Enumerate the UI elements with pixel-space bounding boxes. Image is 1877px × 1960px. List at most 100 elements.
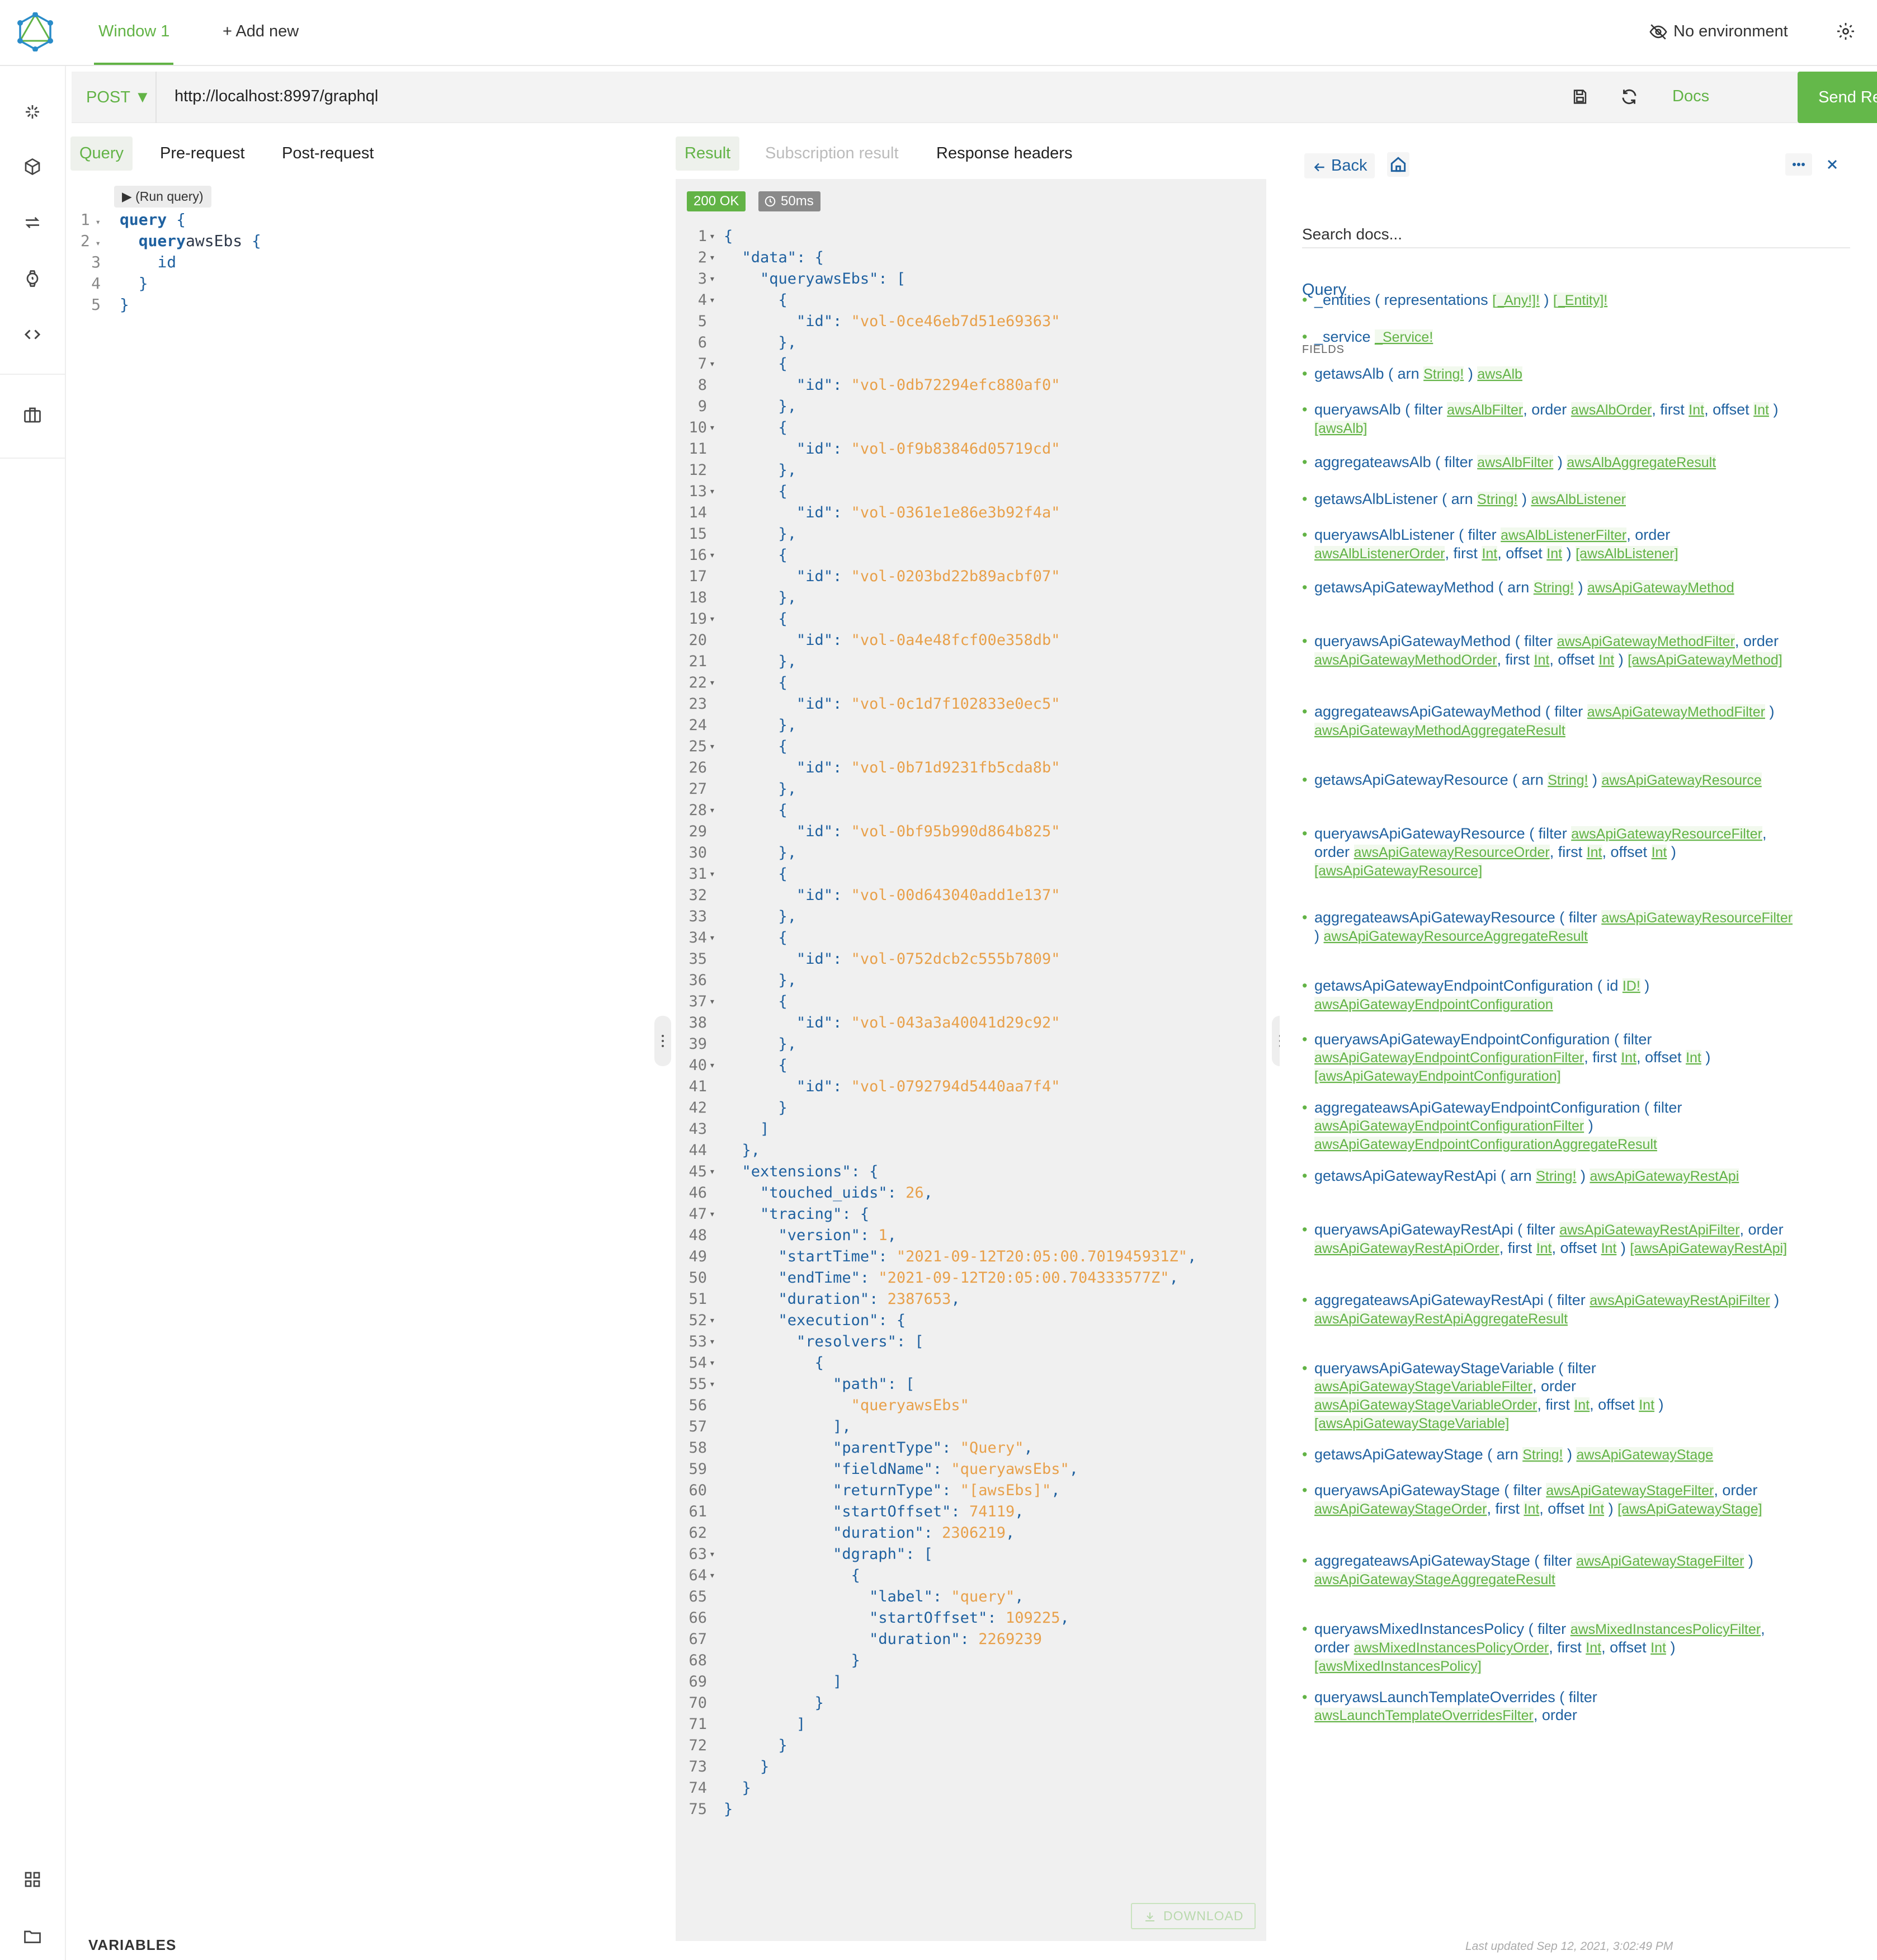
type-link[interactable]: awsAlbListenerOrder xyxy=(1314,546,1445,562)
gear-icon[interactable] xyxy=(1836,21,1856,41)
type-link[interactable]: [awsApiGatewayStageVariable] xyxy=(1314,1416,1510,1431)
tab-post-request[interactable]: Post-request xyxy=(282,144,374,162)
fold-toggle-icon[interactable]: ▾ xyxy=(709,358,715,370)
field-name[interactable]: queryawsLaunchTemplateOverrides xyxy=(1314,1689,1555,1705)
field-name[interactable]: queryawsAlbListener xyxy=(1314,526,1455,543)
sync-icon[interactable] xyxy=(22,213,43,233)
url-input[interactable]: http://localhost:8997/graphql xyxy=(175,87,379,105)
tab-response-headers[interactable]: Response headers xyxy=(936,144,1073,162)
home-button[interactable] xyxy=(1387,152,1409,177)
type-link[interactable]: Int xyxy=(1536,1241,1552,1256)
field-name[interactable]: queryawsApiGatewayMethod xyxy=(1314,633,1511,649)
fold-toggle-icon[interactable]: ▾ xyxy=(709,996,715,1007)
type-link[interactable]: Int xyxy=(1651,845,1667,860)
type-link[interactable]: ID! xyxy=(1622,978,1640,994)
type-link[interactable]: _Service! xyxy=(1375,329,1433,345)
type-link[interactable]: Int xyxy=(1574,1397,1590,1413)
docs-breadcrumb[interactable]: Query xyxy=(1302,281,1346,299)
type-link[interactable]: Int xyxy=(1639,1397,1655,1413)
field-name[interactable]: aggregateawsApiGatewayEndpointConfigurat… xyxy=(1314,1099,1640,1116)
type-link[interactable]: awsAlbFilter xyxy=(1447,402,1524,418)
cube-icon[interactable] xyxy=(22,157,43,177)
watch-icon[interactable] xyxy=(22,268,43,289)
type-link[interactable]: awsMixedInstancesPolicyOrder xyxy=(1353,1640,1549,1656)
field-name[interactable]: aggregateawsAlb xyxy=(1314,454,1431,470)
type-link[interactable]: awsApiGatewayStageVariableOrder xyxy=(1314,1397,1538,1413)
result-viewer[interactable]: 200 OK 50ms 1▾{2▾ "data": {3▾ "queryawsE… xyxy=(676,179,1266,1941)
field-name[interactable]: queryawsMixedInstancesPolicy xyxy=(1314,1620,1525,1637)
type-link[interactable]: String! xyxy=(1522,1447,1563,1463)
resize-handle-left[interactable] xyxy=(654,1016,671,1066)
type-link[interactable]: [awsApiGatewayMethod] xyxy=(1628,652,1782,668)
method-select[interactable]: POST ▼ xyxy=(72,72,157,123)
type-link[interactable]: awsApiGatewayResourceOrder xyxy=(1353,845,1550,860)
fold-toggle-icon[interactable]: ▾ xyxy=(709,1166,715,1177)
close-icon[interactable] xyxy=(1821,153,1843,176)
code-icon[interactable] xyxy=(22,324,43,345)
type-link[interactable]: awsApiGatewayStage xyxy=(1576,1447,1714,1463)
type-link[interactable]: [awsAlbListener] xyxy=(1576,546,1678,562)
field-name[interactable]: getawsApiGatewayResource xyxy=(1314,771,1508,788)
fold-toggle-icon[interactable]: ▾ xyxy=(709,1378,715,1390)
type-link[interactable]: awsAlbFilter xyxy=(1477,455,1554,470)
grid-icon[interactable] xyxy=(22,1869,43,1890)
type-link[interactable]: String! xyxy=(1533,580,1574,596)
type-link[interactable]: awsAlbListener xyxy=(1531,492,1626,507)
folder-icon[interactable] xyxy=(22,1926,43,1947)
field-name[interactable]: _entities xyxy=(1314,291,1371,308)
fold-toggle-icon[interactable]: ▾ xyxy=(709,932,715,944)
type-link[interactable]: String! xyxy=(1477,492,1518,507)
type-link[interactable]: awsApiGatewayEndpointConfigurationAggreg… xyxy=(1314,1137,1657,1152)
sparkle-icon[interactable] xyxy=(22,102,43,122)
type-link[interactable]: Int xyxy=(1650,1640,1666,1656)
fold-toggle-icon[interactable]: ▾ xyxy=(709,613,715,625)
fold-toggle-icon[interactable]: ▾ xyxy=(709,486,715,497)
fold-toggle-icon[interactable]: ▾ xyxy=(709,1570,715,1581)
fold-toggle-icon[interactable]: ▾ xyxy=(709,1336,715,1348)
fold-toggle-icon[interactable]: ▾ xyxy=(709,273,715,285)
type-link[interactable]: awsApiGatewayResourceFilter xyxy=(1601,910,1793,926)
field-name[interactable]: queryawsApiGatewayResource xyxy=(1314,825,1525,842)
fold-toggle-icon[interactable]: ▾ xyxy=(709,1314,715,1326)
field-name[interactable]: getawsAlbListener xyxy=(1314,491,1438,507)
tab-subscription-result[interactable]: Subscription result xyxy=(765,144,899,162)
type-link[interactable]: awsApiGatewayEndpointConfiguration xyxy=(1314,997,1553,1012)
fold-toggle-icon[interactable]: ▾ xyxy=(709,1357,715,1369)
type-link[interactable]: awsApiGatewayRestApiFilter xyxy=(1590,1293,1770,1308)
field-name[interactable]: aggregateawsApiGatewayRestApi xyxy=(1314,1292,1544,1308)
type-link[interactable]: awsApiGatewayMethodOrder xyxy=(1314,652,1497,668)
docs-button[interactable]: Docs xyxy=(1672,87,1710,105)
type-link[interactable]: awsAlbListenerFilter xyxy=(1501,527,1627,543)
field-name[interactable]: _service xyxy=(1314,328,1371,345)
fold-toggle-icon[interactable]: ▾ xyxy=(709,1548,715,1560)
type-link[interactable]: Int xyxy=(1689,402,1705,418)
type-link[interactable]: awsApiGatewayMethod xyxy=(1587,580,1734,596)
field-name[interactable]: getawsApiGatewayEndpointConfiguration xyxy=(1314,977,1593,994)
type-link[interactable]: awsApiGatewayRestApiFilter xyxy=(1559,1222,1740,1238)
type-link[interactable]: awsAlbOrder xyxy=(1571,402,1652,418)
type-link[interactable]: awsApiGatewayRestApiAggregateResult xyxy=(1314,1311,1568,1327)
type-link[interactable]: [awsApiGatewayResource] xyxy=(1314,863,1483,879)
type-link[interactable]: awsApiGatewayEndpointConfigurationFilter xyxy=(1314,1118,1584,1134)
type-link[interactable]: [awsApiGatewayStage] xyxy=(1617,1501,1762,1517)
type-link[interactable]: awsAlbAggregateResult xyxy=(1567,455,1716,470)
back-button[interactable]: Back xyxy=(1304,153,1375,178)
send-request-button[interactable]: Send Request xyxy=(1798,72,1877,123)
type-link[interactable]: awsApiGatewayStageOrder xyxy=(1314,1501,1487,1517)
type-link[interactable]: awsApiGatewayStageFilter xyxy=(1576,1553,1744,1569)
type-link[interactable]: String! xyxy=(1548,772,1588,788)
fold-toggle-icon[interactable]: ▾ xyxy=(709,422,715,434)
tab-pre-request[interactable]: Pre-request xyxy=(160,144,245,162)
type-link[interactable]: Int xyxy=(1588,1501,1605,1517)
field-name[interactable]: queryawsAlb xyxy=(1314,401,1401,418)
download-button[interactable]: DOWNLOAD xyxy=(1131,1903,1256,1929)
type-link[interactable]: [awsAlb] xyxy=(1314,421,1367,436)
type-link[interactable]: String! xyxy=(1536,1169,1577,1184)
type-link[interactable]: [_Any!]! xyxy=(1492,293,1540,308)
type-link[interactable]: Int xyxy=(1482,546,1498,562)
fold-toggle-icon[interactable]: ▾ xyxy=(709,549,715,561)
field-name[interactable]: aggregateawsApiGatewayMethod xyxy=(1314,703,1541,720)
tab-query[interactable]: Query xyxy=(70,136,133,171)
type-link[interactable]: awsLaunchTemplateOverridesFilter xyxy=(1314,1708,1534,1723)
field-name[interactable]: aggregateawsApiGatewayStage xyxy=(1314,1552,1530,1569)
